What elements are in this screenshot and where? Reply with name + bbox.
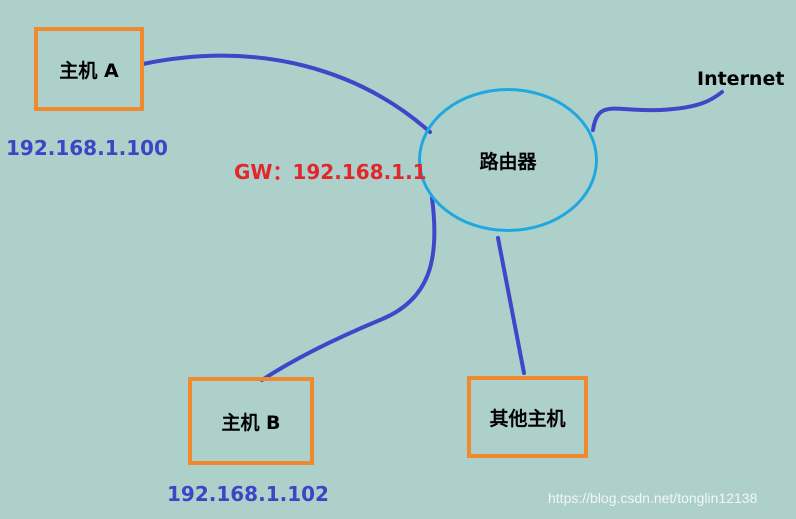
host-b-ip: 192.168.1.102 xyxy=(167,482,329,506)
host-a-box: 主机 A xyxy=(34,27,144,111)
other-host-box: 其他主机 xyxy=(467,376,588,458)
other-host-label: 其他主机 xyxy=(489,407,566,430)
host-a-ip: 192.168.1.100 xyxy=(6,136,168,160)
link-router-other-host xyxy=(496,236,526,375)
link-router-host-b xyxy=(260,196,437,382)
link-host-a-router xyxy=(141,53,432,134)
gateway-ip: GW：192.168.1.1 xyxy=(234,160,427,184)
link-router-internet xyxy=(591,90,724,132)
router-label: 路由器 xyxy=(479,150,537,173)
host-a-label: 主机 A xyxy=(59,59,119,82)
internet-label: Internet xyxy=(697,68,785,90)
router-node: 路由器 xyxy=(418,88,598,232)
host-b-box: 主机 B xyxy=(188,377,314,465)
watermark: https://blog.csdn.net/tonglin12138 xyxy=(548,490,758,506)
host-b-label: 主机 B xyxy=(221,411,281,434)
